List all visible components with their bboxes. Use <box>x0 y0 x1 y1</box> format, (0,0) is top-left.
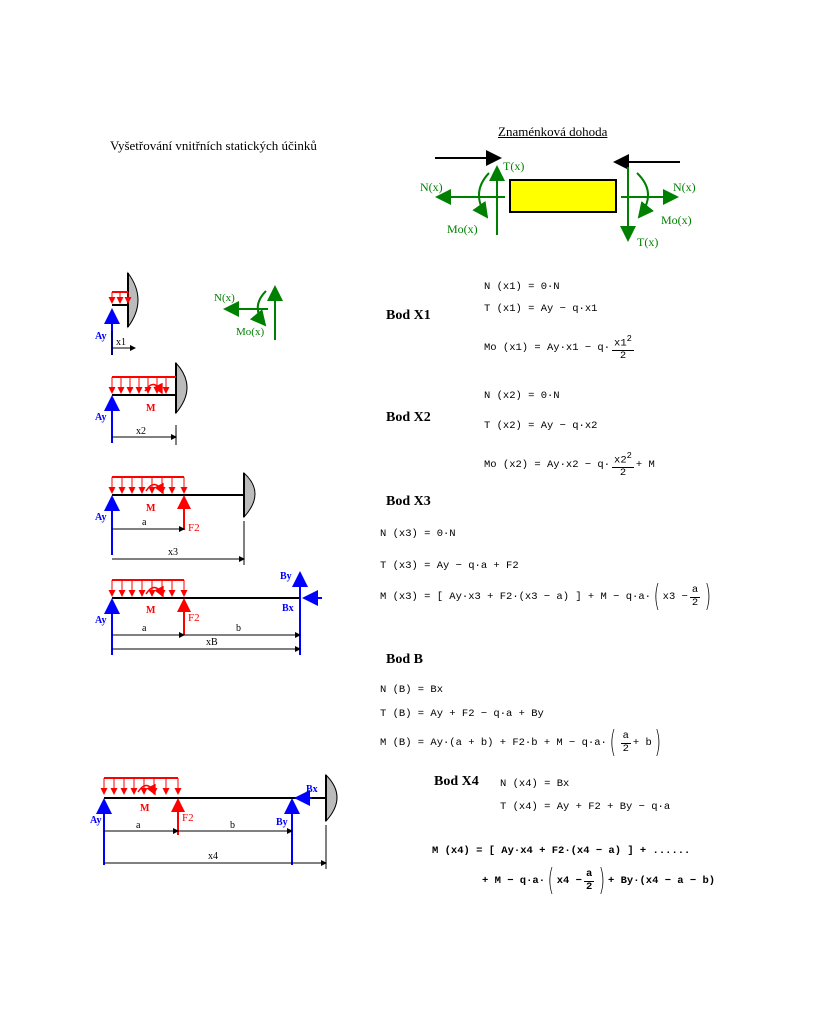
label-a-4: a <box>142 623 147 634</box>
eq-t-x1: T (x1) = Ay − q·x1 <box>484 303 598 315</box>
heading-bod-x3: Bod X3 <box>386 494 431 509</box>
eq-m-x3: M (x3) = [ Ay·x3 + F2·(x3 − a) ] + M − q… <box>380 579 712 614</box>
label-m-5: M <box>140 803 150 814</box>
label-bx-5: Bx <box>306 784 318 795</box>
label-f2-3: F2 <box>188 522 200 534</box>
label-mo-right: Mo(x) <box>661 213 692 227</box>
label-b-4: b <box>236 623 241 634</box>
diagram-x4: Bx By Ay M F2 a b x4 <box>90 773 338 869</box>
label-m-3: M <box>146 503 156 514</box>
diagram-xb: By Bx Ay M F2 a b xB <box>95 571 322 655</box>
beam-diagrams: Ay x1 N(x) Mo(x) Ay M x2 <box>90 271 338 869</box>
label-x3: x3 <box>168 547 178 558</box>
heading-bod-x4: Bod X4 <box>434 774 479 789</box>
label-by-4: By <box>280 571 292 582</box>
eq-t-x3: T (x3) = Ay − q·a + F2 <box>380 560 519 572</box>
sign-convention-diagram: T(x) N(x) Mo(x) N(x) Mo(x) T(x) <box>420 150 696 249</box>
eq-n-x3: N (x3) = 0·N <box>380 528 456 540</box>
heading-bod-x1: Bod X1 <box>386 308 431 323</box>
eq-t-b: T (B) = Ay + F2 − q·a + By <box>380 708 544 720</box>
label-ay-5: Ay <box>90 815 101 826</box>
diagram-x3: Ay M F2 a x3 <box>95 471 256 565</box>
label-x2: x2 <box>136 426 146 437</box>
heading-bod-x2: Bod X2 <box>386 410 431 425</box>
label-ay-1: Ay <box>95 331 106 342</box>
label-mo-small: Mo(x) <box>236 326 264 338</box>
label-n-left: N(x) <box>420 180 443 194</box>
label-n-small: N(x) <box>214 292 235 304</box>
eq-n-b: N (B) = Bx <box>380 684 444 696</box>
sign-convention-heading: Znaménková dohoda <box>498 124 608 139</box>
eq-t-x2: T (x2) = Ay − q·x2 <box>484 420 598 432</box>
label-ay-3: Ay <box>95 512 106 523</box>
label-n-right: N(x) <box>673 180 696 194</box>
label-by-5: By <box>276 817 288 828</box>
label-t-left: T(x) <box>503 159 524 173</box>
diagram-x2: Ay M x2 <box>95 361 188 445</box>
beam-element-box <box>509 179 617 213</box>
label-a-5: a <box>136 820 141 831</box>
moment-left-arrow-icon <box>472 172 490 219</box>
label-bx-4: Bx <box>282 603 294 614</box>
eq-n-x1: N (x1) = 0·N <box>484 281 560 293</box>
eq-m-b: M (B) = Ay·(a + b) + F2·b + M − q·a· ( a… <box>380 725 661 760</box>
label-mo-left: Mo(x) <box>447 222 478 236</box>
label-m-2: M <box>146 403 156 414</box>
label-a-3: a <box>142 517 147 528</box>
eq-m-x4-line1: M (x4) = [ Ay·x4 + F2·(x4 − a) ] + .....… <box>432 845 691 857</box>
eq-n-x4: N (x4) = Bx <box>500 778 570 790</box>
moment-right-arrow-icon <box>636 172 654 219</box>
label-f2-5: F2 <box>182 812 194 824</box>
label-xb: xB <box>206 637 218 648</box>
eq-t-x4: T (x4) = Ay + F2 + By − q·a <box>500 801 671 813</box>
label-m-4: M <box>146 605 156 616</box>
label-t-right: T(x) <box>637 235 658 249</box>
label-ay-4: Ay <box>95 615 106 626</box>
page-title: Vyšetřování vnitřních statických účinků <box>110 138 317 153</box>
label-f2-4: F2 <box>188 612 200 624</box>
label-x1: x1 <box>116 337 126 348</box>
diagram-x1: Ay x1 N(x) Mo(x) <box>95 271 283 355</box>
heading-bod-b: Bod B <box>386 652 423 667</box>
label-x4: x4 <box>208 851 218 862</box>
label-b-5: b <box>230 820 235 831</box>
eq-n-x2: N (x2) = 0·N <box>484 390 560 402</box>
label-ay-2: Ay <box>95 412 106 423</box>
